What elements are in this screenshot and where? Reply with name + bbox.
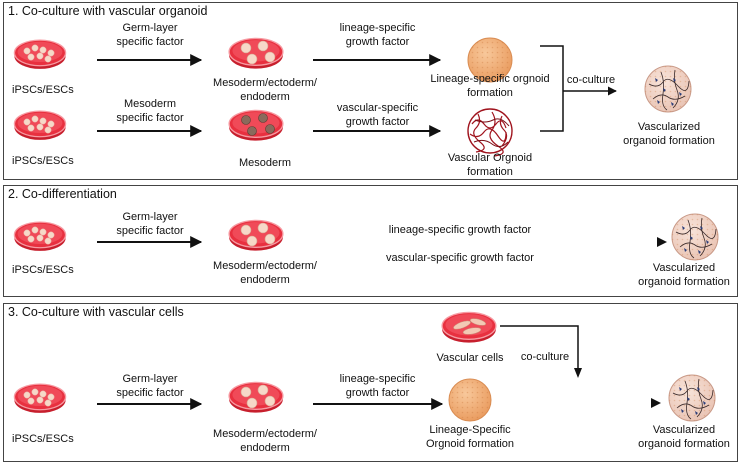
factor-label: vascular-specific bbox=[336, 102, 419, 114]
factor-label: specific factor bbox=[116, 112, 184, 124]
stage-label: Mesoderm/ectoderm/ bbox=[213, 428, 317, 440]
organoid-label: formation bbox=[467, 166, 513, 178]
organoid-label: Lineage-specific orgnoid bbox=[430, 73, 550, 85]
source-label: iPSCs/ESCs bbox=[12, 433, 74, 445]
factor-label: specific factor bbox=[116, 387, 184, 399]
factor-label: lineage-specific bbox=[339, 373, 416, 385]
factor-label: specific factor bbox=[116, 36, 184, 48]
panel-title: 2. Co-differentiation bbox=[8, 187, 117, 201]
outcome-label: organoid formation bbox=[638, 438, 730, 450]
factor-label: Germ-layer bbox=[122, 22, 178, 34]
stage-label: Mesoderm bbox=[239, 157, 291, 169]
outcome-label: organoid formation bbox=[638, 276, 730, 288]
source-label: iPSCs/ESCs bbox=[12, 84, 74, 96]
outcome-label: Vascularized bbox=[637, 121, 701, 133]
factor-label: lineage-specific bbox=[339, 22, 416, 34]
outcome-label: organoid formation bbox=[623, 135, 715, 147]
organoid-label: Lineage-Specific bbox=[429, 424, 511, 436]
stage-label: endoderm bbox=[240, 442, 290, 454]
panel-co-culture-vascular-cells: 3. Co-culture with vascular cells bbox=[3, 303, 738, 462]
growth-factor-label: vascular-specific growth factor bbox=[386, 252, 534, 264]
organoid-label: formation bbox=[467, 87, 513, 99]
factor-label: Germ-layer bbox=[122, 211, 178, 223]
factor-label: growth factor bbox=[345, 387, 410, 399]
stage-label: endoderm bbox=[240, 274, 290, 286]
stage-label: Mesoderm/ectoderm/ bbox=[213, 260, 317, 272]
panel-title: 3. Co-culture with vascular cells bbox=[8, 305, 184, 319]
stage-label: Mesoderm/ectoderm/ bbox=[213, 77, 317, 89]
outcome-label: Vascularized bbox=[652, 262, 716, 274]
organoid-label: Orgnoid formation bbox=[425, 438, 515, 450]
coculture-label: co-culture bbox=[520, 351, 570, 363]
source-label: iPSCs/ESCs bbox=[12, 264, 74, 276]
factor-label: Mesoderm bbox=[124, 98, 176, 110]
source-label: iPSCs/ESCs bbox=[12, 155, 74, 167]
factor-label: growth factor bbox=[345, 36, 410, 48]
organoid-label: Vascular Orgnoid bbox=[447, 152, 533, 164]
factor-label: Germ-layer bbox=[122, 373, 178, 385]
factor-label: specific factor bbox=[116, 225, 184, 237]
panel-co-differentiation: 2. Co-differentiation bbox=[3, 185, 738, 297]
panel-title: 1. Co-culture with vascular organoid bbox=[8, 4, 208, 18]
growth-factor-label: lineage-specific growth factor bbox=[388, 224, 532, 236]
coculture-label: co-culture bbox=[566, 74, 616, 86]
stage-label: endoderm bbox=[240, 91, 290, 103]
outcome-label: Vascularized bbox=[652, 424, 716, 436]
vascular-cells-label: Vascular cells bbox=[436, 352, 504, 364]
factor-label: growth factor bbox=[345, 116, 410, 128]
